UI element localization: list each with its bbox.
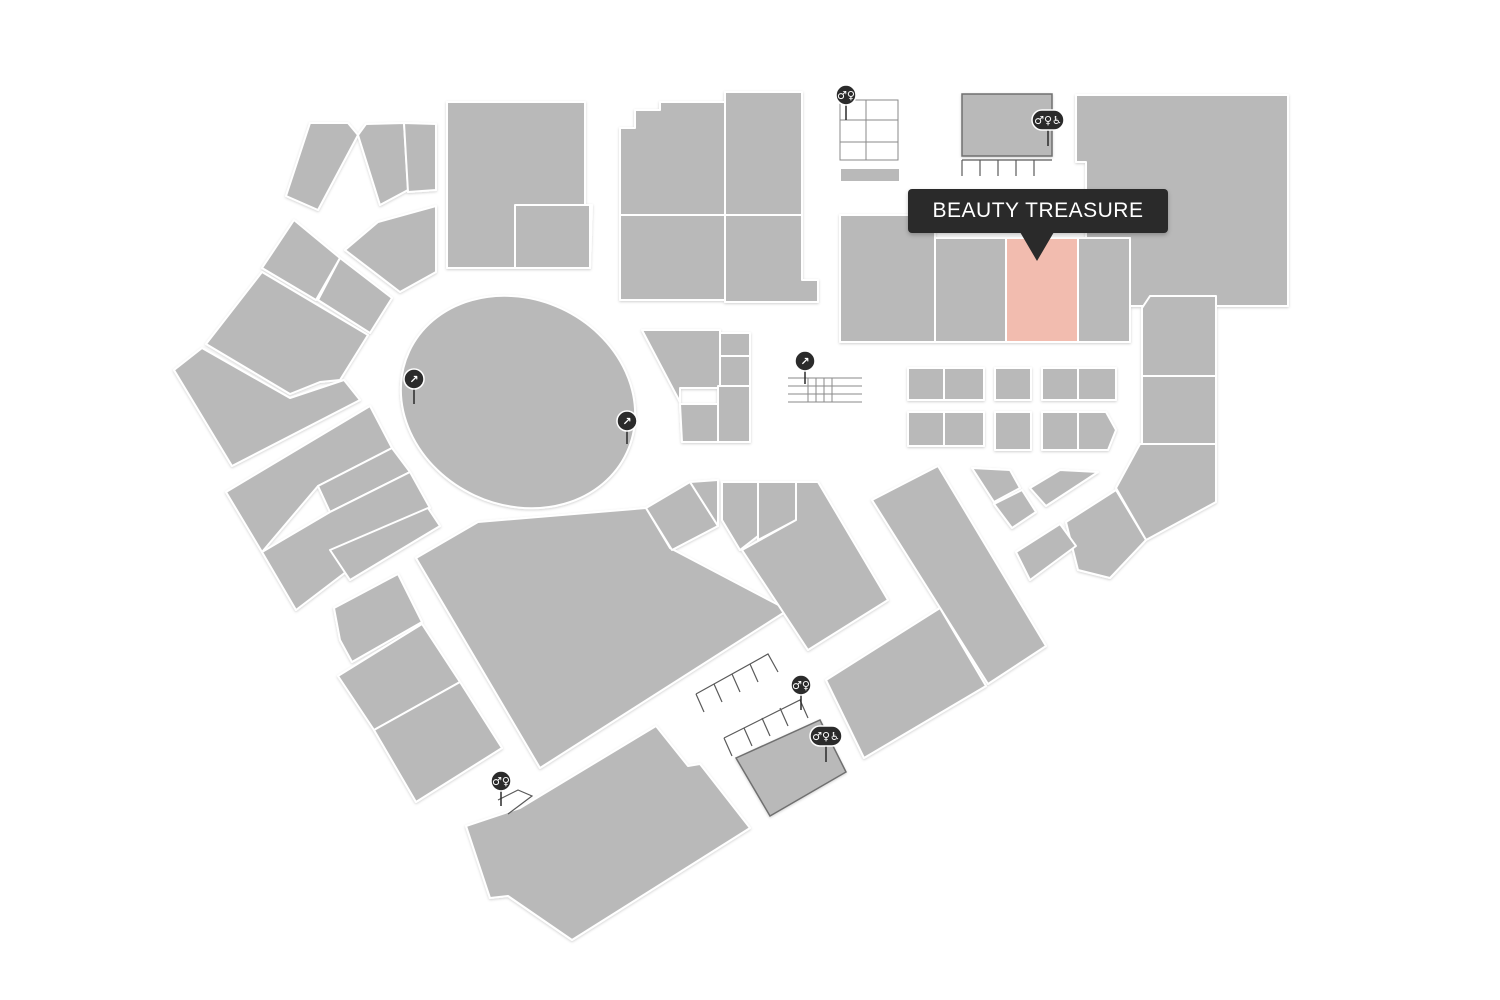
accessible-restroom-pin[interactable]: ♂♀♿: [809, 725, 843, 762]
store-unit[interactable]: [205, 271, 369, 395]
anchor-store-southwest[interactable]: [465, 725, 751, 941]
store-unit[interactable]: [971, 467, 1021, 503]
store-tooltip: BEAUTY TREASURE: [908, 189, 1168, 233]
store-unit[interactable]: [724, 91, 803, 216]
kiosk[interactable]: [907, 367, 945, 401]
store-unit[interactable]: [619, 101, 726, 216]
store-unit[interactable]: [1065, 489, 1147, 579]
store-unit[interactable]: [333, 573, 423, 663]
store-unit[interactable]: [1077, 237, 1131, 343]
accessible-restroom-pin[interactable]: ♂♀♿: [1031, 109, 1065, 146]
svg-text:♂♀: ♂♀: [837, 89, 855, 102]
store-unit[interactable]: [719, 332, 751, 357]
store-unit[interactable]: [261, 219, 341, 301]
store-unit[interactable]: [357, 122, 409, 206]
store-unit[interactable]: [993, 489, 1037, 529]
store-unit[interactable]: [641, 329, 721, 403]
accessible-restroom-icon: ♂♀♿: [1034, 114, 1062, 127]
stalls-south: [497, 653, 809, 815]
store-unit[interactable]: [679, 403, 719, 443]
store-unit[interactable]: [839, 214, 936, 343]
restroom-icon: [835, 84, 857, 106]
store-unit[interactable]: [619, 214, 726, 301]
store-unit[interactable]: [329, 507, 441, 581]
restroom-icon: [490, 770, 512, 792]
restroom-icon: [790, 674, 812, 696]
svg-text:♂♀: ♂♀: [492, 775, 510, 788]
kiosk[interactable]: [943, 367, 985, 401]
kiosk[interactable]: [1041, 411, 1079, 451]
store-unit[interactable]: [344, 205, 437, 293]
store-unit[interactable]: [719, 355, 751, 387]
kiosk[interactable]: [994, 367, 1032, 401]
store-unit[interactable]: [317, 257, 393, 334]
restroom-pin[interactable]: ♂♀: [790, 674, 812, 710]
escalator-icon: [794, 350, 816, 372]
escalator-pin[interactable]: ↗: [616, 410, 638, 444]
store-unit[interactable]: [285, 122, 359, 211]
store-unit[interactable]: [717, 385, 751, 443]
store-unit[interactable]: [173, 347, 361, 467]
stairs-east: [788, 377, 862, 403]
escalator-icon: [616, 410, 638, 432]
kiosk[interactable]: [1077, 411, 1117, 451]
svg-text:↗: ↗: [622, 415, 631, 428]
escalator-pin[interactable]: ↗: [794, 350, 816, 384]
facility-outlines: [497, 99, 1052, 815]
store-unit[interactable]: [934, 237, 1007, 343]
store-unit[interactable]: [724, 214, 819, 303]
store-unit[interactable]: [1015, 523, 1077, 581]
kiosk[interactable]: [907, 411, 945, 447]
kiosk[interactable]: [994, 411, 1032, 451]
store-unit[interactable]: [1029, 469, 1099, 507]
central-atrium: [399, 294, 637, 510]
store-unit[interactable]: [1141, 375, 1217, 445]
tooltip-pointer: [1020, 232, 1054, 261]
store-unit[interactable]: [825, 607, 987, 759]
restroom-pin[interactable]: ♂♀: [490, 770, 512, 806]
store-unit[interactable]: [373, 681, 503, 803]
kiosk[interactable]: [1077, 367, 1117, 401]
store-unit[interactable]: [689, 479, 719, 527]
restroom-pin[interactable]: ♂♀: [835, 84, 857, 120]
accessible-restroom-icon: ♂♀♿: [812, 730, 840, 743]
store-unit[interactable]: [741, 481, 889, 651]
store-unit[interactable]: [261, 471, 431, 611]
kiosk[interactable]: [1041, 367, 1079, 401]
store-unit[interactable]: [1141, 295, 1217, 377]
amenity-pins: ♂♀ ♂♀♿ ↗ ↗ ↗ ♂♀ ♂♀♿: [403, 84, 1065, 806]
escalator-pin[interactable]: ↗: [403, 368, 425, 404]
store-unit[interactable]: [514, 204, 591, 269]
escalator-icon: [403, 368, 425, 390]
store-unit[interactable]: [403, 122, 437, 193]
svg-text:↗: ↗: [800, 355, 809, 368]
svg-text:↗: ↗: [409, 373, 418, 386]
store-unit[interactable]: [1115, 443, 1217, 541]
kiosk[interactable]: [943, 411, 985, 447]
store-unit[interactable]: [721, 481, 759, 551]
svg-text:♂♀: ♂♀: [792, 679, 810, 692]
